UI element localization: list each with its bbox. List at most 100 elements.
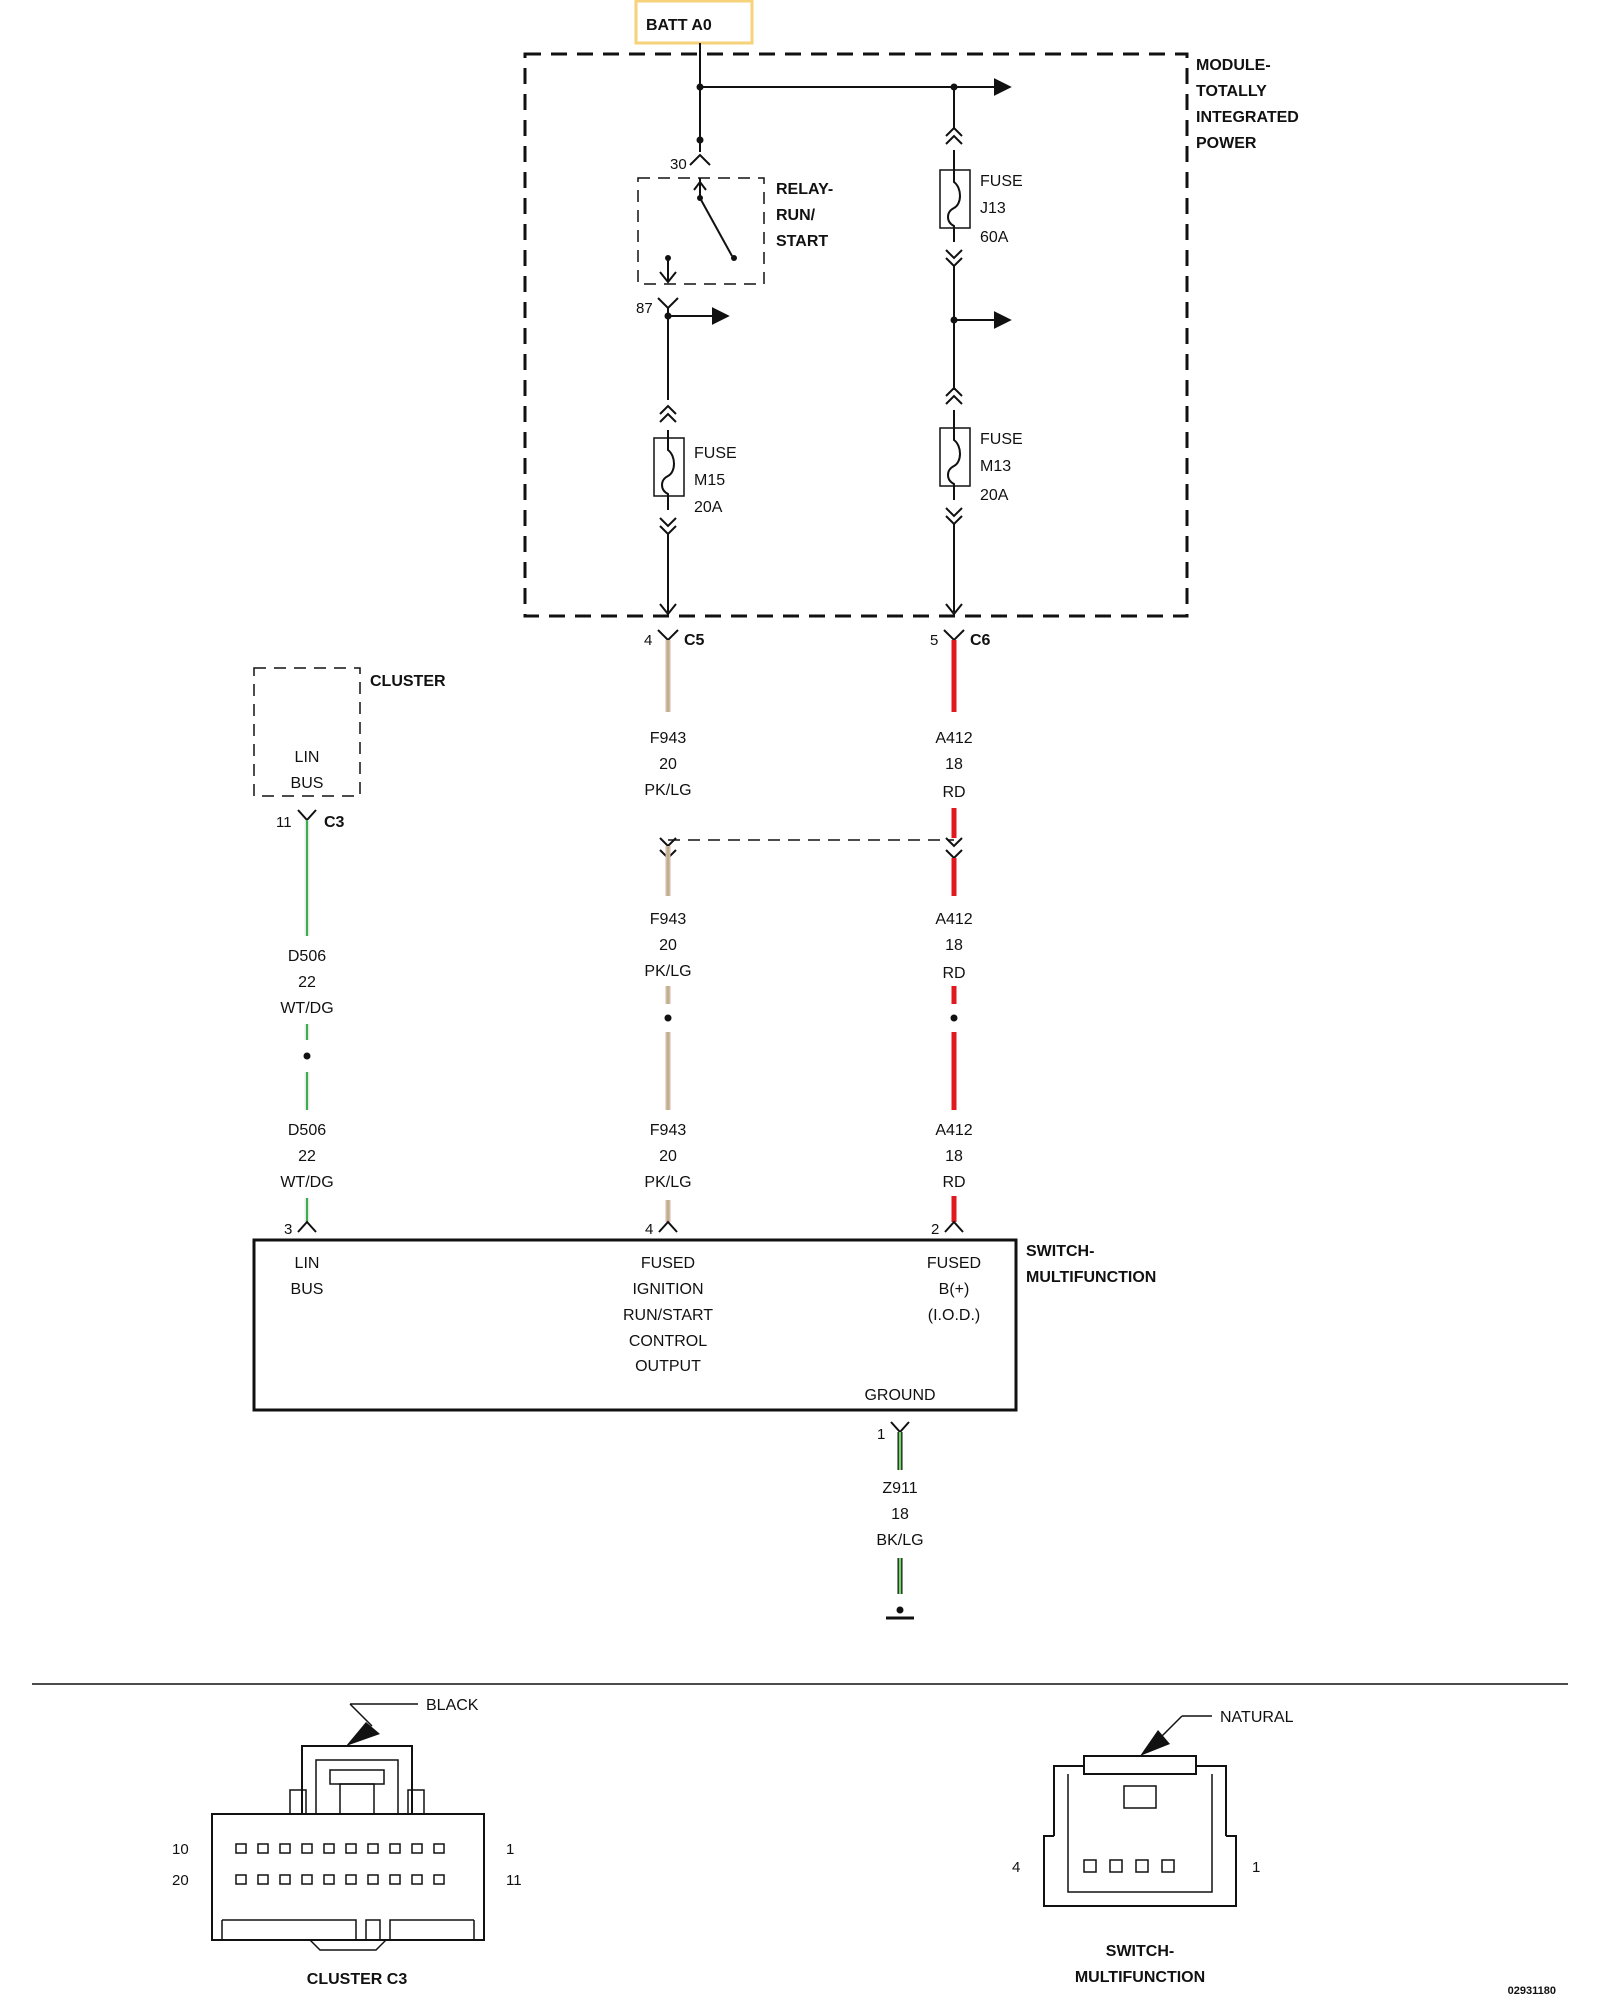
connector-c3: 11 C3 xyxy=(276,809,345,831)
wire-f943-label-3: F943 20 PK/LG xyxy=(644,1122,691,1191)
svg-text:D506: D506 xyxy=(288,1122,326,1139)
svg-text:20: 20 xyxy=(659,1148,677,1165)
svg-text:D506: D506 xyxy=(288,948,326,965)
svg-text:FUSE: FUSE xyxy=(694,445,737,462)
svg-text:4: 4 xyxy=(645,1221,653,1238)
svg-text:20: 20 xyxy=(659,756,677,773)
wire-d506-label-1: D506 22 WT/DG xyxy=(280,948,333,1017)
svg-text:WT/DG: WT/DG xyxy=(280,1174,333,1191)
svg-text:BK/LG: BK/LG xyxy=(876,1532,923,1549)
svg-text:18: 18 xyxy=(945,1148,963,1165)
svg-text:RD: RD xyxy=(942,965,965,982)
fuse-m13: FUSE M13 20A xyxy=(939,266,1023,616)
svg-text:18: 18 xyxy=(945,756,963,773)
svg-text:2: 2 xyxy=(931,1221,939,1238)
svg-text:B(+): B(+) xyxy=(939,1281,970,1298)
svg-text:WT/DG: WT/DG xyxy=(280,1000,333,1017)
wire-a412-label-3: A412 18 RD xyxy=(935,1122,972,1191)
svg-text:A412: A412 xyxy=(935,911,972,928)
svg-text:RD: RD xyxy=(942,1174,965,1191)
svg-text:BATT A0: BATT A0 xyxy=(646,17,712,34)
cluster-c3-connector-view: BLACK xyxy=(172,1697,522,1988)
svg-text:OUTPUT: OUTPUT xyxy=(635,1358,701,1375)
svg-text:FUSE: FUSE xyxy=(980,431,1023,448)
svg-text:NATURAL: NATURAL xyxy=(1220,1709,1294,1726)
svg-text:J13: J13 xyxy=(980,200,1006,217)
svg-text:1: 1 xyxy=(506,1841,514,1858)
svg-text:IGNITION: IGNITION xyxy=(632,1281,703,1298)
diagram-id: 02931180 xyxy=(1508,1985,1556,1997)
svg-text:22: 22 xyxy=(298,1148,316,1165)
svg-text:4: 4 xyxy=(644,632,652,649)
svg-text:20A: 20A xyxy=(980,487,1009,504)
svg-text:M15: M15 xyxy=(694,472,725,489)
batt-a0-source: BATT A0 xyxy=(634,0,754,45)
fuse-m15: FUSE M15 20A xyxy=(653,404,737,616)
module-tipm-boundary xyxy=(523,52,1189,618)
svg-text:C6: C6 xyxy=(970,632,991,649)
svg-text:GROUND: GROUND xyxy=(864,1387,935,1404)
wire-f943-label-2: F943 20 PK/LG xyxy=(644,911,691,980)
svg-text:RUN/START: RUN/START xyxy=(623,1307,713,1324)
svg-text:PK/LG: PK/LG xyxy=(644,1174,691,1191)
svg-text:RELAY-: RELAY- xyxy=(776,181,833,198)
svg-text:PK/LG: PK/LG xyxy=(644,782,691,799)
svg-text:30: 30 xyxy=(670,156,687,173)
relay-run-start: 30 RELAY- RUN/ START 87 xyxy=(636,156,833,400)
svg-text:Z911: Z911 xyxy=(882,1480,917,1497)
svg-text:5: 5 xyxy=(930,632,938,649)
svg-text:MULTIFUNCTION: MULTIFUNCTION xyxy=(1026,1269,1156,1286)
switch-connector-view: NATURAL 4 1 SWITCH- MULTIFUNCTION xyxy=(1012,1709,1294,1986)
svg-text:BLACK: BLACK xyxy=(426,1697,479,1714)
svg-text:4: 4 xyxy=(1012,1859,1020,1876)
svg-text:LIN: LIN xyxy=(295,749,320,766)
svg-text:A412: A412 xyxy=(935,1122,972,1139)
svg-text:11: 11 xyxy=(506,1872,522,1889)
wire-z911-label: Z911 18 BK/LG xyxy=(876,1480,923,1549)
svg-text:M13: M13 xyxy=(980,458,1011,475)
svg-text:BUS: BUS xyxy=(291,775,324,792)
wire-a412-label-1: A412 18 RD xyxy=(935,730,972,801)
svg-text:10: 10 xyxy=(172,1841,189,1858)
svg-text:SWITCH-: SWITCH- xyxy=(1026,1243,1094,1260)
svg-text:20A: 20A xyxy=(694,499,723,516)
wire-f943 xyxy=(659,640,677,1222)
wire-a412 xyxy=(945,640,963,1222)
svg-text:MULTIFUNCTION: MULTIFUNCTION xyxy=(1075,1969,1205,1986)
svg-text:C3: C3 xyxy=(324,814,345,831)
svg-text:MODULE-: MODULE- xyxy=(1196,57,1271,74)
svg-text:1: 1 xyxy=(877,1426,885,1443)
switch-multifunction: SWITCH- MULTIFUNCTION LIN BUS FUSED IGNI… xyxy=(252,1238,1156,1412)
battery-bus xyxy=(689,43,1012,166)
svg-text:87: 87 xyxy=(636,300,653,317)
svg-text:POWER: POWER xyxy=(1196,135,1257,152)
svg-text:INTEGRATED: INTEGRATED xyxy=(1196,109,1299,126)
switch-pins: 3 4 2 xyxy=(284,1220,964,1238)
fuse-j13: FUSE J13 60A xyxy=(939,83,1023,268)
svg-text:F943: F943 xyxy=(650,730,687,747)
svg-text:C5: C5 xyxy=(684,632,705,649)
svg-text:START: START xyxy=(776,233,828,250)
svg-text:F943: F943 xyxy=(650,1122,687,1139)
cluster-module: CLUSTER LIN BUS xyxy=(253,667,446,797)
svg-text:22: 22 xyxy=(298,974,316,991)
svg-text:BUS: BUS xyxy=(291,1281,324,1298)
svg-text:1: 1 xyxy=(1252,1859,1260,1876)
svg-text:3: 3 xyxy=(284,1221,292,1238)
svg-text:RD: RD xyxy=(942,784,965,801)
svg-text:FUSED: FUSED xyxy=(927,1255,981,1272)
svg-text:PK/LG: PK/LG xyxy=(644,963,691,980)
svg-text:CLUSTER C3: CLUSTER C3 xyxy=(307,1971,408,1988)
svg-text:A412: A412 xyxy=(935,730,972,747)
svg-text:(I.O.D.): (I.O.D.) xyxy=(928,1307,980,1324)
wire-f943-label-1: F943 20 PK/LG xyxy=(644,730,691,799)
module-tipm-title: MODULE- TOTALLY INTEGRATED POWER xyxy=(1196,57,1299,152)
svg-text:SWITCH-: SWITCH- xyxy=(1106,1943,1174,1960)
svg-text:11: 11 xyxy=(276,814,292,831)
wire-z911: 1 xyxy=(877,1421,914,1620)
svg-text:CONTROL: CONTROL xyxy=(629,1333,707,1350)
svg-text:20: 20 xyxy=(659,937,677,954)
svg-text:FUSED: FUSED xyxy=(641,1255,695,1272)
svg-text:60A: 60A xyxy=(980,229,1009,246)
